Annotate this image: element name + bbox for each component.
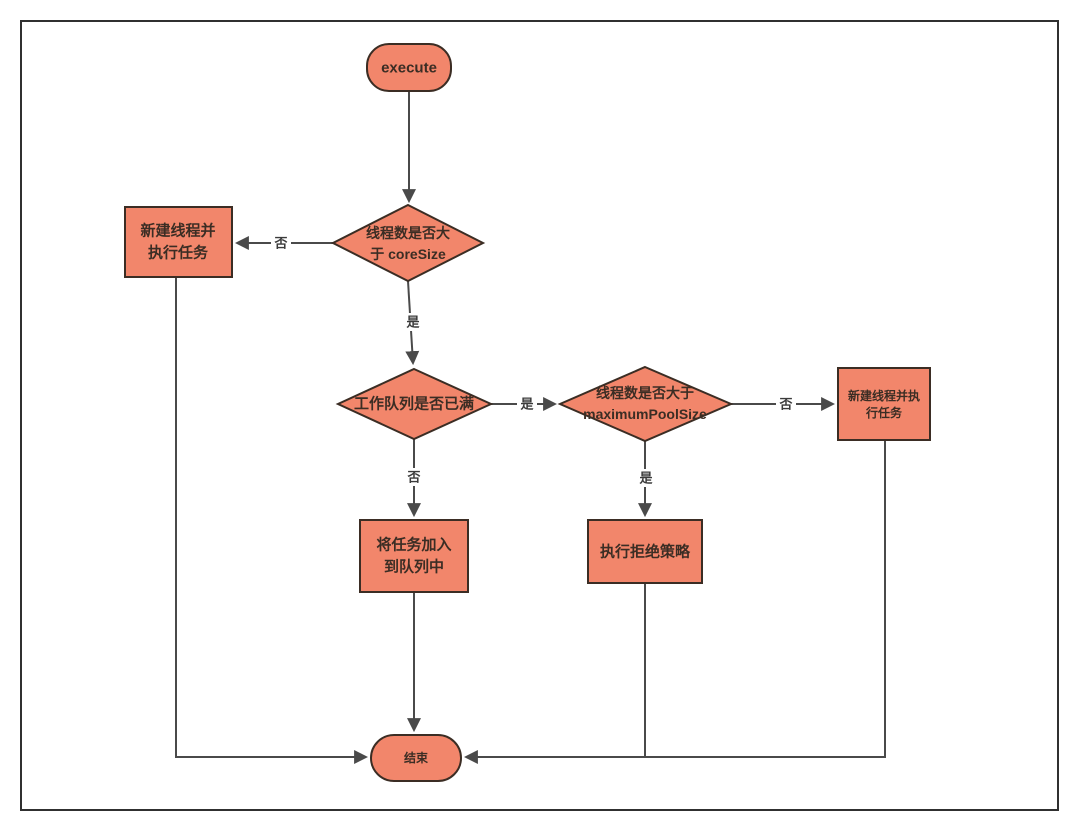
decision-max-pool-size-shape [557, 365, 734, 443]
action-new-thread-right-line1: 新建线程并执 [848, 388, 920, 403]
action-enqueue-task-shape [359, 519, 469, 593]
edge-label-bg [517, 395, 537, 413]
edge-new-thread-right-to-end [645, 440, 886, 758]
edge-new-thread-left-to-end [175, 277, 369, 764]
action-new-thread-right-shape [837, 367, 931, 441]
action-enqueue-task-line1: 将任务加入 [376, 536, 451, 554]
edge-label-bg [271, 234, 291, 252]
action-enqueue-task-line2: 到队列中 [384, 558, 444, 576]
decision-core-size-shape [330, 203, 486, 283]
action-new-thread-right: 新建线程并执 行任务 [837, 367, 931, 441]
edge-group [175, 91, 886, 764]
action-new-thread-right-line2: 行任务 [865, 405, 903, 420]
edge-label-core-yes: 是 [405, 315, 420, 330]
edge-label-queue-no: 否 [406, 470, 420, 485]
decision-core-size-line2: 于 coreSize [370, 246, 446, 262]
edge-label-bg [403, 313, 423, 331]
decision-max-pool-size-line1: 线程数是否大于 [596, 385, 694, 401]
edge-label-max-yes: 是 [638, 471, 653, 486]
edge-label-max-no: 否 [778, 397, 792, 412]
decision-core-size: 线程数是否大 于 coreSize [330, 203, 486, 283]
action-enqueue-task: 将任务加入 到队列中 [359, 519, 469, 593]
decision-queue-full-shape [335, 367, 494, 441]
action-new-thread-left-line1: 新建线程并 [140, 222, 215, 240]
edge-reject-to-end [463, 583, 646, 764]
edge-label-bg [636, 469, 656, 487]
decision-queue-full-label: 工作队列是否已满 [354, 395, 474, 413]
end-node-label: 结束 [404, 750, 429, 765]
edge-label-core-no: 否 [273, 236, 287, 251]
action-new-thread-left-shape [124, 206, 233, 278]
action-reject-policy: 执行拒绝策略 [587, 519, 703, 584]
edge-label-bg [404, 468, 424, 486]
action-reject-policy-shape [587, 519, 703, 584]
end-node-shape [370, 734, 462, 782]
decision-max-pool-size-line2: maximumPoolSize [583, 406, 707, 422]
start-node-shape [366, 43, 452, 92]
action-reject-policy-label: 执行拒绝策略 [600, 543, 691, 561]
edge-label-group: 否 是 是 否 否 是 [271, 234, 796, 487]
decision-core-size-line1: 线程数是否大 [366, 225, 450, 241]
end-node: 结束 [370, 734, 462, 782]
action-new-thread-left-line2: 执行任务 [148, 244, 209, 262]
action-new-thread-left: 新建线程并 执行任务 [124, 206, 233, 278]
edge-label-bg [776, 395, 796, 413]
edge-label-queue-yes: 是 [519, 397, 534, 412]
decision-max-pool-size: 线程数是否大于 maximumPoolSize [557, 365, 734, 443]
start-node: execute [366, 43, 452, 92]
decision-queue-full: 工作队列是否已满 [335, 367, 494, 441]
start-node-label: execute [381, 60, 437, 77]
